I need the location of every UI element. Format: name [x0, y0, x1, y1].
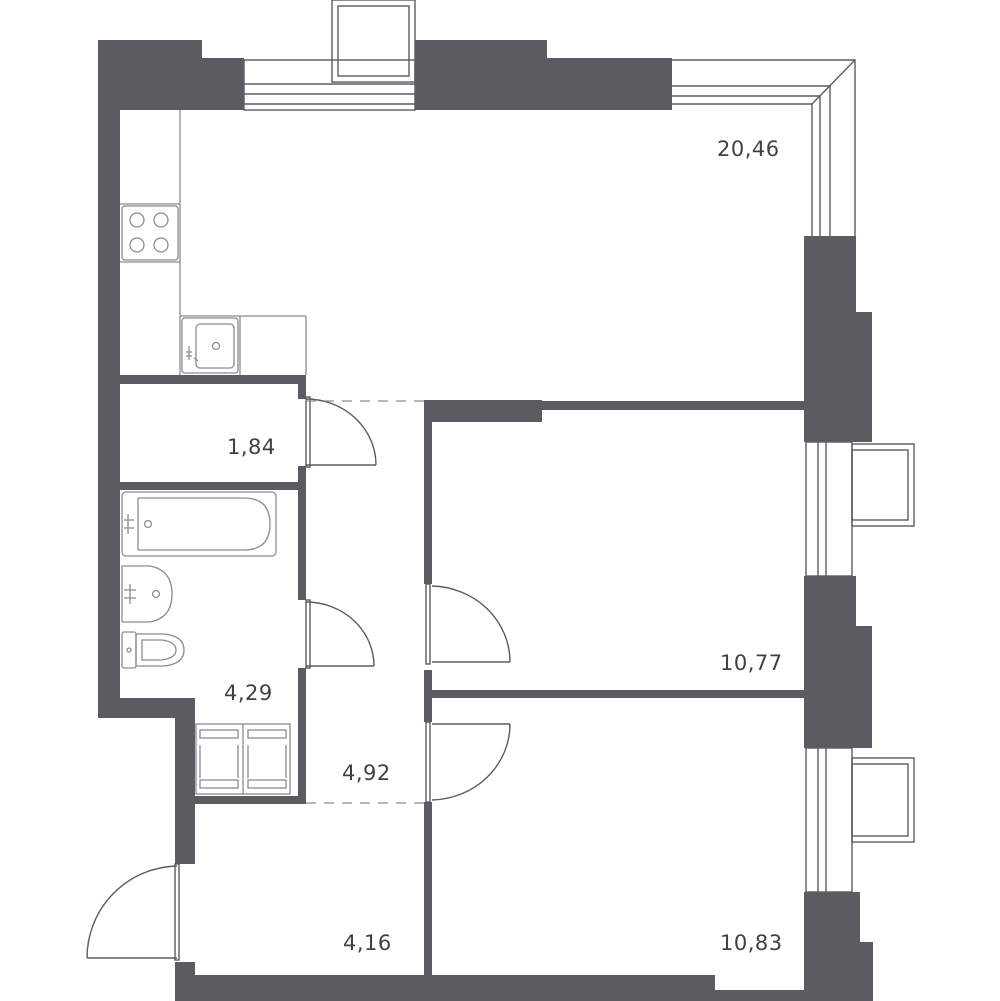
washbasin-faucet — [124, 584, 136, 604]
wall-right-2 — [804, 576, 856, 748]
area-label-wc: 1,84 — [227, 435, 276, 459]
wall-bedroom2-left — [424, 802, 432, 976]
area-label-entry: 4,16 — [343, 931, 392, 955]
wall-entry-left — [175, 698, 195, 864]
wall-wc-right — [298, 375, 306, 399]
burner — [153, 237, 169, 253]
corner-window — [672, 59, 856, 236]
sink-faucet — [186, 346, 199, 362]
wall-top-center — [415, 40, 547, 110]
bedroom2-door-leaf — [425, 721, 431, 803]
window-icon — [805, 441, 853, 577]
bedroom2-door-arc — [431, 723, 511, 801]
wall-right-3 — [804, 892, 860, 1001]
area-label-bedroom-2: 10,83 — [720, 931, 783, 955]
window-icon — [805, 747, 853, 893]
wardrobe-shelf — [247, 779, 287, 789]
stove-body — [121, 205, 179, 261]
wc-door-leaf — [305, 396, 311, 468]
wall-top-left — [98, 58, 244, 110]
wall-step-left — [98, 698, 194, 718]
bedroom1-door-arc — [431, 585, 511, 663]
area-label-bedroom-1: 10,77 — [720, 651, 783, 675]
balcony-inner — [851, 449, 909, 521]
wall-bottom — [175, 975, 715, 1001]
balcony-icon — [851, 757, 915, 843]
door-swing-icon — [86, 396, 511, 961]
toilet-button — [126, 647, 132, 653]
wardrobe-shelf — [199, 779, 239, 789]
balcony-inner — [337, 5, 410, 77]
balcony-icon — [851, 443, 915, 527]
window-icon — [243, 59, 416, 111]
wall-bedroom-divider — [424, 690, 806, 698]
bedroom1-door-leaf — [425, 583, 431, 665]
wall-top-left-corner — [98, 40, 202, 60]
window-corner-line — [811, 59, 856, 105]
bath-door-arc — [305, 601, 375, 667]
wall-right-2-step — [850, 626, 872, 748]
right-window-2 — [805, 747, 915, 893]
entry-door-leaf — [174, 863, 180, 961]
balcony-icon — [331, 0, 416, 83]
washbasin-icon — [121, 565, 173, 623]
wc-door-arc — [305, 398, 377, 466]
washbasin-drain — [151, 589, 161, 599]
kitchen — [120, 110, 307, 375]
area-label-hall: 4,92 — [342, 761, 391, 785]
wardrobe-shelf — [247, 729, 287, 739]
bathtub-body — [121, 491, 277, 557]
entry-door-arc — [86, 865, 178, 959]
burner — [129, 237, 145, 253]
window-pane-line — [672, 103, 813, 236]
sink-icon — [181, 317, 239, 374]
wall-bedroom1-left — [424, 400, 432, 584]
wardrobe-icon — [195, 723, 291, 795]
burner — [129, 212, 145, 228]
wall-wc-bottom — [120, 482, 306, 490]
bathtub-drain — [143, 519, 153, 529]
sink-body — [181, 317, 239, 374]
exterior-walls — [98, 40, 873, 1001]
wall-bath-right-lower — [298, 668, 306, 804]
window-pane-line — [672, 85, 831, 236]
wardrobe-shelf — [199, 729, 239, 739]
burner — [153, 212, 169, 228]
bathtub-faucet — [124, 514, 134, 534]
bath-door-leaf — [305, 599, 311, 669]
interior-walls — [120, 375, 806, 976]
wall-right-1 — [804, 236, 856, 442]
wall-right-3-step — [855, 942, 873, 1001]
washbasin-body — [121, 565, 173, 623]
wall-wardrobe-bottom — [194, 796, 306, 804]
right-window-1 — [805, 441, 915, 577]
sink-basin — [195, 323, 235, 369]
wall-wc-top — [120, 375, 306, 384]
balcony-inner — [851, 763, 909, 837]
wall-top-right — [540, 58, 672, 110]
area-label-living-kitchen: 20,46 — [717, 137, 780, 161]
wall-right-1-step — [850, 312, 872, 442]
wall-bath-right — [298, 466, 306, 600]
window-pane-line — [672, 95, 821, 236]
top-window-left — [243, 59, 416, 111]
wall-bottom-right — [705, 990, 873, 1001]
sink-drain — [211, 341, 221, 351]
toilet-seat — [141, 639, 177, 661]
bathtub-basin — [137, 497, 271, 551]
stove-icon — [121, 205, 179, 261]
toilet-bowl — [135, 633, 185, 667]
wall-bedroom1-top-thick — [424, 400, 542, 422]
area-label-bathroom: 4,29 — [224, 681, 273, 705]
wall-bedroom1-top — [540, 401, 806, 410]
toilet-icon — [121, 631, 185, 669]
bathtub-icon — [121, 491, 277, 557]
wall-left — [98, 40, 120, 718]
top-balcony — [331, 0, 416, 83]
toilet-tank — [121, 631, 137, 669]
